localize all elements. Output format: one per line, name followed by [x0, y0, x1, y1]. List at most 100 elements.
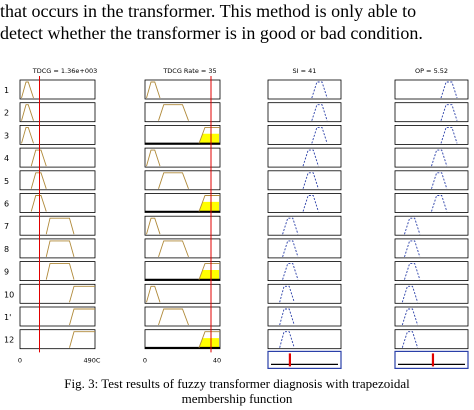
- rule-number: 4: [4, 154, 9, 163]
- rule-cell: [144, 238, 221, 259]
- rule-box: [394, 102, 469, 123]
- rule-cell: [144, 283, 221, 304]
- rule-cell: [144, 329, 221, 350]
- rule-box: [19, 238, 96, 259]
- rule-cell: [394, 306, 469, 327]
- membership-function: [279, 331, 295, 348]
- rule-box: [144, 79, 221, 100]
- rule-cell: [394, 125, 469, 145]
- membership-function: [401, 285, 419, 303]
- membership-function: [401, 308, 419, 326]
- rule-box: [394, 79, 469, 100]
- membership-function: [431, 172, 448, 189]
- rule-cell: [267, 306, 342, 327]
- membership-function: [69, 331, 95, 348]
- rule-number: 2: [4, 109, 9, 118]
- membership-function: [158, 104, 189, 121]
- membership-function: [146, 217, 161, 235]
- membership-function: [440, 81, 458, 99]
- rule-number: 7: [4, 222, 9, 231]
- rule-box: [394, 283, 469, 304]
- rule-box: [394, 261, 469, 282]
- rule-box: [394, 193, 469, 213]
- membership-function: [146, 149, 161, 167]
- rule-cell: [267, 102, 342, 123]
- axis-min-label: 0: [18, 356, 22, 364]
- rule-box: [267, 329, 342, 350]
- rule-box: [144, 306, 221, 327]
- rule-box: [19, 261, 96, 282]
- rule-box: [19, 170, 96, 191]
- caption-line-2: membership function: [181, 391, 293, 406]
- fired-area: [199, 201, 219, 212]
- rule-box: [394, 170, 469, 191]
- rule-box: [267, 147, 342, 168]
- rule-cell: [144, 79, 221, 100]
- rule-cell: [267, 215, 342, 236]
- rule-cell: [19, 147, 96, 168]
- rule-number: 5: [4, 177, 9, 186]
- membership-function: [431, 195, 448, 212]
- rule-box: [19, 329, 96, 350]
- caption-line-1: Fig. 3: Test results of fuzzy transforme…: [64, 376, 410, 391]
- membership-function: [45, 263, 75, 280]
- rule-cell: [394, 238, 469, 259]
- membership-function: [198, 331, 220, 348]
- rule-cell: [394, 147, 469, 168]
- membership-function: [311, 126, 328, 144]
- rule-box: [267, 283, 342, 304]
- rule-box: [267, 238, 342, 259]
- rule-box: [19, 215, 96, 236]
- membership-function: [440, 126, 458, 144]
- rule-box: [19, 102, 96, 123]
- membership-function: [198, 126, 220, 144]
- rule-box: [267, 79, 342, 100]
- rule-cell: [19, 238, 96, 259]
- rule-cell: [267, 170, 342, 191]
- rule-cell: [144, 125, 221, 145]
- rule-cell: [144, 215, 221, 236]
- rule-box: [267, 193, 342, 213]
- output-box: [394, 350, 469, 369]
- column-header: TDCG Rate = 35: [162, 67, 216, 75]
- intro-paragraph: that occurs in the transformer. This met…: [0, 0, 474, 44]
- rule-number: 3: [4, 131, 9, 140]
- rule-cell: [144, 102, 221, 123]
- rule-cell: [144, 261, 221, 282]
- rule-box: [19, 193, 96, 213]
- rule-cell: [394, 261, 469, 282]
- output-box: [267, 350, 342, 369]
- membership-function: [302, 195, 319, 212]
- rule-box: [144, 215, 221, 236]
- membership-function: [21, 81, 34, 99]
- rule-cell: [267, 125, 342, 145]
- membership-function: [404, 217, 421, 235]
- rule-cell: [19, 102, 96, 123]
- rule-box: [394, 306, 469, 327]
- rule-cell: [267, 147, 342, 168]
- rule-cell: [267, 193, 342, 213]
- rule-box: [144, 238, 221, 259]
- membership-function: [158, 308, 189, 326]
- fired-area: [199, 338, 219, 348]
- membership-function: [21, 104, 34, 121]
- membership-function: [404, 263, 421, 280]
- rule-box: [394, 215, 469, 236]
- membership-function: [311, 104, 328, 121]
- membership-function: [282, 240, 299, 258]
- rule-cell: [394, 215, 469, 236]
- rule-cell: [19, 283, 96, 304]
- rule-cell: [19, 125, 96, 145]
- rule-cell: [144, 147, 221, 168]
- membership-function: [431, 149, 448, 167]
- intro-line-1: that occurs in the transformer. This met…: [0, 1, 417, 21]
- column-header: OP = 5.52: [415, 67, 448, 75]
- column-op: OP = 5.52: [394, 67, 469, 369]
- rule-number: 10: [4, 290, 14, 299]
- membership-function: [146, 285, 161, 303]
- membership-function: [21, 126, 34, 144]
- membership-function: [279, 308, 295, 326]
- column-header: SI = 41: [293, 67, 317, 75]
